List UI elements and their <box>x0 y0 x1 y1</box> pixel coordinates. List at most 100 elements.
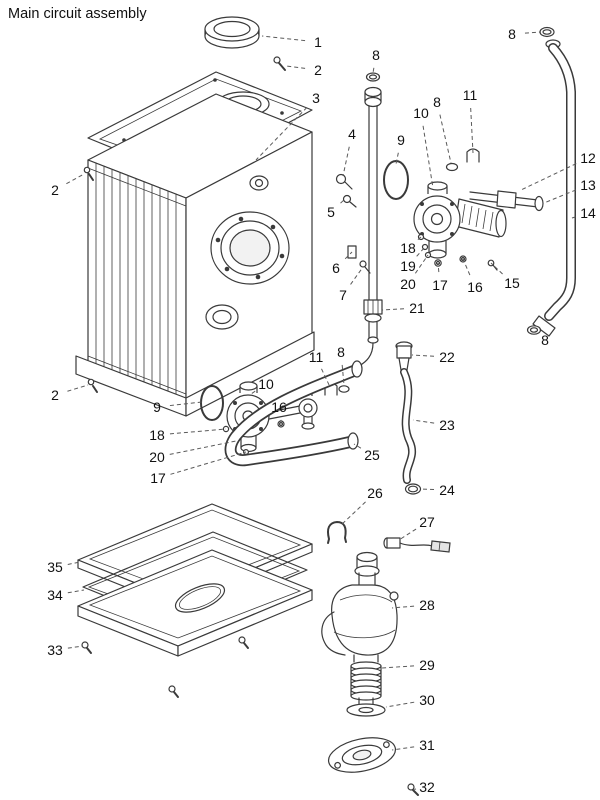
callout-leader <box>169 428 227 435</box>
callout-label: 35 <box>47 559 63 575</box>
callout-label: 7 <box>339 287 347 303</box>
base-tray-lower <box>77 549 313 657</box>
callout-leader <box>437 262 440 273</box>
callout-label: 10 <box>413 105 429 121</box>
o-ring-8-right <box>445 162 459 172</box>
callout-leader <box>414 254 429 274</box>
callout-leader <box>250 390 256 395</box>
callout-label: 16 <box>271 399 287 415</box>
callout-leader <box>398 528 417 541</box>
callout-label: 31 <box>419 737 435 753</box>
callout-leader <box>66 173 85 185</box>
callout-label: 8 <box>508 26 516 42</box>
callout-leader <box>67 645 84 649</box>
callout-leader <box>67 561 81 565</box>
callout-label: 11 <box>463 87 478 103</box>
callout-label: 13 <box>580 177 596 193</box>
callout-leader <box>169 440 237 455</box>
clip-11-right <box>466 148 480 163</box>
callout-label: 28 <box>419 597 435 613</box>
callout-label: 26 <box>367 485 383 501</box>
callout-leader <box>439 114 452 164</box>
callout-leader <box>391 746 415 751</box>
callout-label: 2 <box>51 387 59 403</box>
callout-leader <box>543 189 577 204</box>
callout-label: 6 <box>332 260 340 276</box>
callout-label: 5 <box>327 204 335 220</box>
callout-leader <box>169 401 203 407</box>
callout-label: 8 <box>433 94 441 110</box>
hose-25 <box>224 360 363 467</box>
callout-leader <box>395 152 399 165</box>
callout-leader <box>285 65 306 69</box>
callout-leader <box>170 451 247 475</box>
flue-collar-ring <box>204 16 260 49</box>
callout-leader <box>342 146 350 177</box>
callout-label: 2 <box>51 182 59 198</box>
sensor-27 <box>383 537 451 553</box>
callout-label: 14 <box>580 205 596 221</box>
ribbed-coupling <box>350 661 382 701</box>
o-ring-9-right <box>383 160 409 200</box>
callout-leader <box>344 251 353 260</box>
tray-screws <box>81 636 249 698</box>
callout-label: 16 <box>467 279 483 295</box>
callout-leader <box>520 163 577 191</box>
callout-leader <box>339 501 366 527</box>
callout-label: 10 <box>258 376 274 392</box>
callout-leader <box>524 31 542 34</box>
callout-label: 18 <box>400 240 416 256</box>
callout-label: 33 <box>47 642 63 658</box>
callout-label: 8 <box>541 332 549 348</box>
callout-label: 29 <box>419 657 435 673</box>
callout-leader <box>381 665 415 669</box>
callout-leader <box>381 308 405 311</box>
callout-label: 8 <box>337 344 345 360</box>
casing-screws <box>83 166 98 393</box>
sensor-parts <box>335 173 371 274</box>
callout-leader <box>353 443 362 449</box>
callout-leader <box>416 246 426 257</box>
o-ring-8-left <box>338 385 350 393</box>
callout-label: 27 <box>419 514 435 530</box>
callout-label: 19 <box>400 258 416 274</box>
outlet-flange <box>346 697 386 717</box>
heat-exchanger-casing <box>75 93 315 417</box>
o-ring-9-left <box>200 385 224 421</box>
callout-label: 2 <box>314 62 322 78</box>
callout-leader <box>470 107 474 154</box>
callout-label: 24 <box>439 482 455 498</box>
callout-leader <box>571 216 576 219</box>
callout-label: 18 <box>149 427 165 443</box>
callout-label: 8 <box>372 47 380 63</box>
callout-label: 11 <box>309 349 324 365</box>
callout-leader <box>255 106 308 161</box>
callout-label: 20 <box>149 449 165 465</box>
callout-leader <box>411 354 435 357</box>
callout-label: 20 <box>400 276 416 292</box>
callout-leader <box>422 125 434 189</box>
callout-leader <box>67 589 85 594</box>
condensate-trap <box>321 551 399 663</box>
callout-label: 34 <box>47 587 63 603</box>
callout-label: 32 <box>419 779 435 795</box>
callout-label: 15 <box>504 275 520 291</box>
callout-leader <box>261 35 306 42</box>
callout-leader <box>385 701 415 708</box>
clip-26 <box>327 521 347 544</box>
o-ring-24 <box>404 483 422 495</box>
callout-label: 17 <box>432 277 448 293</box>
callout-label: 30 <box>419 692 435 708</box>
callout-label: 12 <box>580 150 596 166</box>
right-pipe <box>526 26 576 337</box>
lid-screw <box>273 56 286 71</box>
callout-leader <box>341 364 345 386</box>
callout-leader <box>420 488 435 490</box>
vertical-pipe <box>358 72 383 367</box>
callout-leader <box>372 67 375 74</box>
callout-label: 17 <box>150 470 166 486</box>
callout-label: 1 <box>314 34 322 50</box>
callout-label: 25 <box>364 447 380 463</box>
